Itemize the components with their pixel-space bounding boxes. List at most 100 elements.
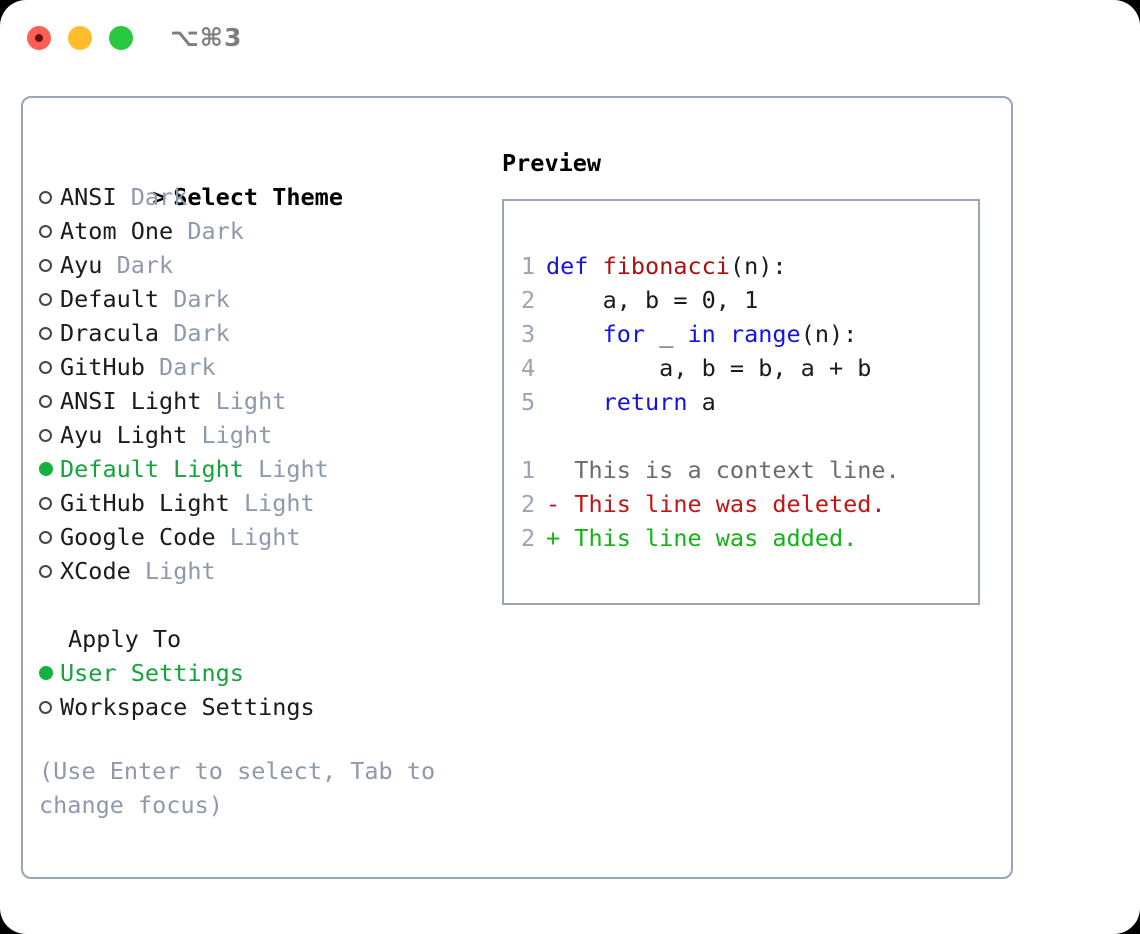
theme-name: ANSI: [60, 183, 117, 211]
radio-empty-icon: [39, 191, 52, 204]
code-line: 5 return a: [521, 385, 900, 419]
radio-empty-icon: [39, 429, 52, 442]
radio-selected-icon: [39, 666, 53, 680]
spacer: [131, 557, 145, 585]
code-token: for: [602, 320, 646, 348]
radio-empty-icon: [39, 701, 52, 714]
code-token: def: [546, 252, 589, 280]
code-token: [546, 320, 603, 348]
line-number: 2: [521, 490, 536, 518]
spacer: [201, 387, 215, 415]
code-line: 4 a, b = b, a + b: [521, 351, 900, 385]
theme-variant-tag: Light: [258, 455, 329, 483]
apply-to-option[interactable]: Workspace Settings: [39, 690, 489, 724]
theme-name: Atom One: [60, 217, 174, 245]
theme-variant-tag: Dark: [159, 353, 216, 381]
code-token: return: [602, 388, 688, 416]
select-theme-heading-label: Select Theme: [173, 183, 343, 211]
spacer: [117, 183, 131, 211]
diff-marker: +: [546, 524, 575, 552]
maximize-window-button[interactable]: [109, 26, 133, 50]
list-spacer: [39, 588, 489, 622]
line-number: 3: [521, 320, 536, 348]
spacer: [159, 285, 173, 313]
code-token: fibonacci: [602, 252, 730, 280]
theme-variant-tag: Light: [229, 523, 301, 551]
select-theme-heading: >Select Theme: [39, 146, 489, 211]
theme-list-item[interactable]: ANSI Light Light: [39, 384, 489, 418]
spacer: [173, 217, 187, 245]
theme-list-item[interactable]: Ayu Light Light: [39, 418, 489, 452]
theme-name: Ayu Light: [60, 421, 188, 449]
keyboard-hint-text: (Use Enter to select, Tab to change focu…: [39, 757, 450, 819]
apply-to-option-label: Workspace Settings: [60, 693, 315, 721]
radio-empty-icon: [39, 565, 52, 578]
spacer: [145, 353, 159, 381]
theme-name: Default: [60, 285, 160, 313]
theme-name: GitHub Light: [60, 489, 230, 517]
theme-name: Default Light: [60, 455, 244, 483]
code-line: 2 a, b = 0, 1: [521, 283, 900, 317]
theme-list-item[interactable]: Dracula Dark: [39, 316, 489, 350]
traffic-light-group: [27, 26, 133, 50]
theme-name: Ayu: [60, 251, 103, 279]
code-gap: [521, 419, 900, 453]
theme-variant-tag: Light: [243, 489, 315, 517]
diff-line: 2+ This line was added.: [521, 521, 900, 555]
diff-text: This line was deleted.: [574, 490, 886, 518]
theme-list-item[interactable]: Google Code Light: [39, 520, 489, 554]
line-number: 5: [521, 388, 536, 416]
theme-list-item[interactable]: XCode Light: [39, 554, 489, 588]
line-number: 4: [521, 354, 536, 382]
theme-list-item[interactable]: Ayu Dark: [39, 248, 489, 282]
theme-name: XCode: [60, 557, 131, 585]
code-token: (n):: [800, 320, 858, 348]
code-token: a: [687, 388, 716, 416]
radio-empty-icon: [39, 293, 52, 306]
code-token: in: [687, 320, 716, 348]
theme-list-item[interactable]: Atom One Dark: [39, 214, 489, 248]
theme-list-item[interactable]: Default Light Light: [39, 452, 489, 486]
radio-empty-icon: [39, 259, 52, 272]
theme-list-item[interactable]: GitHub Light Light: [39, 486, 489, 520]
theme-variant-tag: Dark: [173, 285, 230, 313]
diff-marker: -: [546, 490, 575, 518]
line-number: 1: [521, 252, 536, 280]
code-line: 1 def fibonacci(n):: [521, 249, 900, 283]
radio-empty-icon: [39, 395, 52, 408]
spacer: [159, 319, 173, 347]
minimize-window-button[interactable]: [68, 26, 92, 50]
theme-variant-tag: Light: [215, 387, 287, 415]
caret-icon: >: [152, 183, 167, 211]
apply-to-option[interactable]: User Settings: [39, 656, 489, 690]
line-number: 1: [521, 456, 536, 484]
close-window-button[interactable]: [27, 26, 51, 50]
code-token: a, b = 0, 1: [546, 286, 759, 314]
title-bar: ⌥⌘3: [0, 0, 1140, 78]
theme-list-item[interactable]: GitHub Dark: [39, 350, 489, 384]
code-token: [588, 252, 602, 280]
diff-marker: [546, 456, 574, 484]
theme-variant-tag: Light: [144, 557, 216, 585]
radio-empty-icon: [39, 361, 52, 374]
code-token: (n):: [729, 252, 787, 280]
preview-title: Preview: [502, 149, 602, 177]
theme-list-item[interactable]: ANSI Dark: [39, 180, 489, 214]
theme-name: Dracula: [60, 319, 160, 347]
diff-text: This line was added.: [574, 524, 858, 552]
code-token: a, b = b, a + b: [546, 354, 872, 382]
radio-empty-icon: [39, 531, 52, 544]
theme-list-item[interactable]: Default Dark: [39, 282, 489, 316]
radio-selected-icon: [39, 462, 53, 476]
theme-variant-tag: Light: [201, 421, 273, 449]
spacer: [244, 455, 258, 483]
theme-name: ANSI Light: [60, 387, 202, 415]
spacer: [102, 251, 116, 279]
